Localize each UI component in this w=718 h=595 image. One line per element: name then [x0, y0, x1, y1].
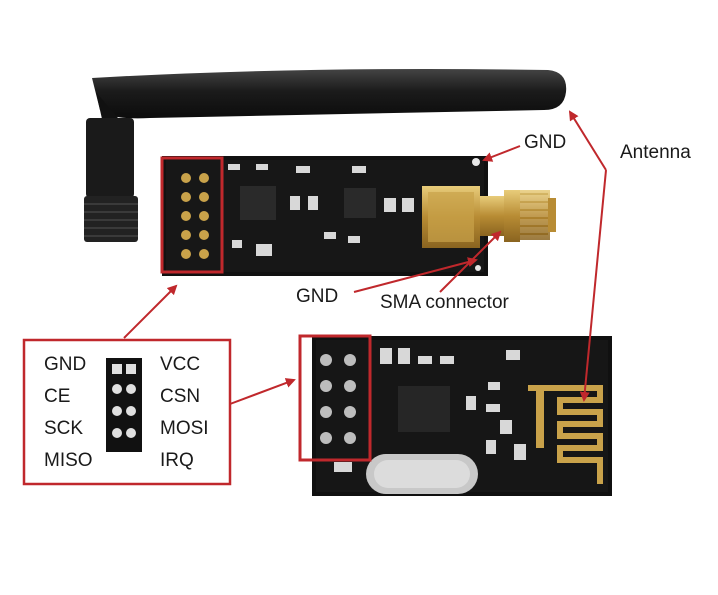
pinout-header-graphic: [106, 358, 142, 452]
pinout-box: [22, 338, 232, 486]
sma-connector-label: SMA connector: [380, 292, 509, 313]
pin-label-mosi: MOSI: [160, 418, 209, 439]
gnd-top-label: GND: [524, 132, 567, 153]
bottom-header-highlight: [298, 334, 372, 462]
top-header-highlight: [160, 156, 224, 274]
arrow-gnd-top: [482, 145, 521, 162]
arrow-sma: [439, 230, 502, 293]
pin-label-vcc: VCC: [160, 354, 201, 375]
antenna-label: Antenna: [620, 142, 691, 163]
pin-label-ce: CE: [44, 386, 71, 407]
gnd-bottom-label: GND: [296, 286, 339, 307]
pa-lna-module-board: [162, 156, 556, 276]
pin-label-csn: CSN: [160, 386, 201, 407]
external-antenna: [84, 69, 567, 242]
pin-label-irq: IRQ: [160, 450, 194, 471]
arrow-antenna-pcb: [579, 169, 607, 402]
arrow-to-top-header: [123, 284, 178, 339]
pin-label-sck: SCK: [44, 418, 84, 439]
pin-label-miso: MISO: [44, 450, 93, 471]
arrow-to-bottom-header: [229, 378, 296, 405]
nrf24l01-module-board: [312, 336, 612, 496]
arrow-gnd-bottom: [353, 257, 478, 293]
pin-label-gnd: GND: [44, 354, 87, 375]
arrow-antenna-external: [568, 110, 607, 171]
